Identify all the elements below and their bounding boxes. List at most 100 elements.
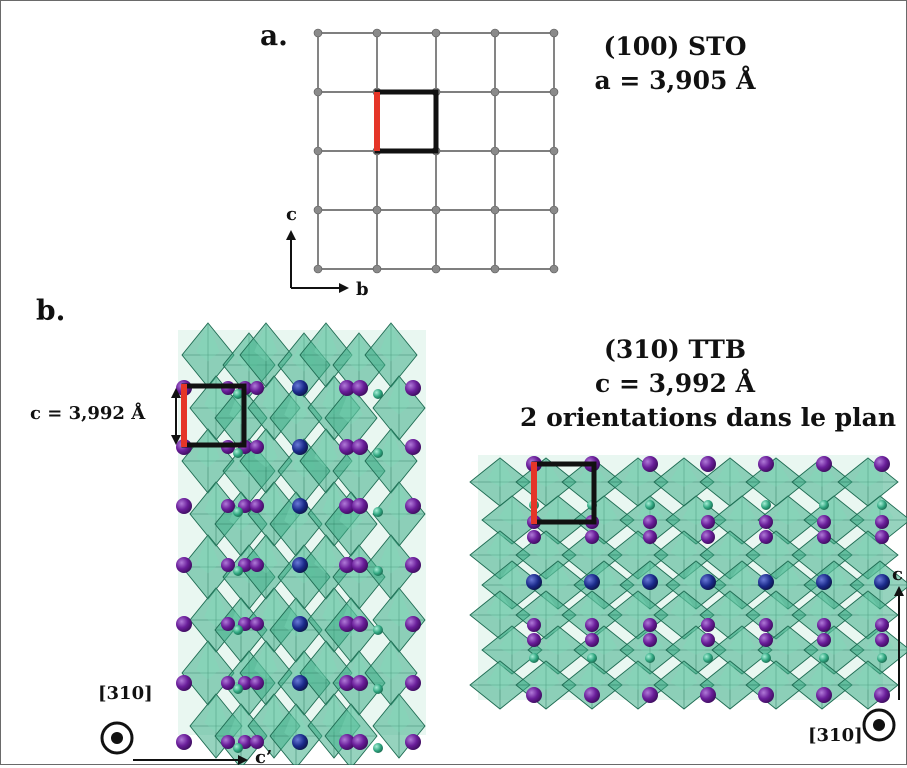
sto-unit-cell bbox=[374, 89, 439, 154]
cation-a-site bbox=[585, 633, 599, 647]
cation-a-site bbox=[817, 633, 831, 647]
cation-a-site bbox=[405, 675, 421, 691]
lattice-node bbox=[313, 205, 323, 215]
lattice-node bbox=[313, 87, 323, 97]
octahedron-face bbox=[347, 439, 371, 478]
cation-a-site bbox=[759, 633, 773, 647]
lattice-node bbox=[490, 87, 500, 97]
octahedron-face bbox=[808, 458, 836, 487]
cell-dimension-arrow bbox=[171, 388, 181, 445]
lattice-node bbox=[372, 28, 382, 38]
cation-a-site bbox=[643, 515, 657, 529]
cation-a-site bbox=[875, 515, 889, 529]
oxygen-atom bbox=[587, 653, 597, 663]
octahedron-face bbox=[624, 591, 652, 620]
cation-a-site bbox=[221, 499, 235, 513]
cation-a-site bbox=[352, 616, 368, 632]
cation-a-site bbox=[874, 456, 890, 472]
octahedron-face bbox=[196, 429, 220, 468]
oxygen-atom bbox=[529, 653, 539, 663]
cation-a-site bbox=[642, 687, 658, 703]
cation-a-site bbox=[339, 616, 355, 632]
cation-a-site bbox=[527, 530, 541, 544]
cation-a-site bbox=[584, 687, 600, 703]
cation-a-site bbox=[405, 380, 421, 396]
octahedron-face bbox=[486, 458, 514, 487]
cation-b-site bbox=[874, 574, 890, 590]
ttb-cell-dimension-label: c = 3,992 Å bbox=[30, 403, 146, 424]
lattice-node bbox=[549, 264, 559, 274]
ttb-orientation-2 bbox=[469, 455, 907, 710]
cation-a-site bbox=[176, 557, 192, 573]
cation-a-site bbox=[700, 456, 716, 472]
octahedron-face bbox=[314, 535, 338, 574]
cation-a-site bbox=[643, 633, 657, 647]
octahedron-face bbox=[314, 323, 338, 362]
octahedron-face bbox=[379, 323, 403, 362]
oxygen-atom bbox=[233, 625, 243, 635]
lattice-node bbox=[549, 87, 559, 97]
octahedron-face bbox=[590, 626, 618, 655]
cation-a-site bbox=[176, 675, 192, 691]
oxygen-atom bbox=[877, 653, 887, 663]
cation-a-site bbox=[526, 687, 542, 703]
cation-b-site bbox=[700, 574, 716, 590]
octahedron-face bbox=[196, 641, 220, 680]
panel-a-label: a. bbox=[260, 19, 288, 52]
octahedron-face bbox=[670, 591, 698, 620]
octahedron-face bbox=[387, 482, 411, 521]
cation-a-site bbox=[250, 617, 264, 631]
octahedron-face bbox=[636, 496, 664, 525]
octahedron-face bbox=[379, 429, 403, 468]
cation-a-site bbox=[352, 498, 368, 514]
octahedron-face bbox=[820, 626, 848, 655]
c-prime-axis-label: c’ bbox=[255, 747, 273, 768]
lattice-node bbox=[372, 264, 382, 274]
octahedron-face bbox=[532, 661, 560, 690]
panel-b-label: b. bbox=[36, 294, 66, 327]
oxygen-atom bbox=[373, 743, 383, 753]
octahedron-face bbox=[254, 641, 278, 680]
octahedron-face bbox=[578, 661, 606, 690]
cation-a-site bbox=[250, 735, 264, 749]
octahedron-face bbox=[682, 626, 710, 655]
oxygen-atom bbox=[233, 448, 243, 458]
oxygen-atom bbox=[761, 500, 771, 510]
octahedron-face bbox=[716, 661, 744, 690]
octahedron-face bbox=[544, 626, 572, 655]
octahedron-face bbox=[762, 661, 790, 690]
octahedron-face bbox=[339, 704, 363, 743]
octahedron-face bbox=[498, 626, 526, 655]
c-axis-label-right: c bbox=[892, 564, 903, 585]
cation-a-site bbox=[874, 687, 890, 703]
octahedron-face bbox=[229, 386, 253, 425]
cation-a-site bbox=[405, 616, 421, 632]
oxygen-atom bbox=[645, 653, 655, 663]
octahedron-face bbox=[854, 531, 882, 560]
cation-a-site bbox=[250, 676, 264, 690]
octahedron-face bbox=[314, 641, 338, 680]
oxygen-atom bbox=[233, 743, 243, 753]
octahedron-face bbox=[229, 704, 253, 743]
cation-a-site bbox=[352, 675, 368, 691]
octahedron-face bbox=[532, 531, 560, 560]
cation-a-site bbox=[339, 498, 355, 514]
lattice-node bbox=[313, 28, 323, 38]
lattice-node bbox=[549, 146, 559, 156]
cation-a-site bbox=[221, 617, 235, 631]
lattice-node bbox=[372, 205, 382, 215]
octahedron-face bbox=[854, 661, 882, 690]
oxygen-atom bbox=[233, 507, 243, 517]
octahedron-face bbox=[314, 429, 338, 468]
octahedron-face bbox=[262, 482, 286, 521]
sto-grid bbox=[313, 28, 559, 274]
octahedron-face bbox=[670, 458, 698, 487]
cation-a-site bbox=[176, 498, 192, 514]
octahedron-face bbox=[762, 531, 790, 560]
ttb-orientation-note: 2 orientations dans le plan bbox=[520, 403, 897, 432]
cation-a-site bbox=[642, 456, 658, 472]
octahedron-face bbox=[204, 482, 228, 521]
cation-a-site bbox=[759, 618, 773, 632]
octahedron-face bbox=[196, 323, 220, 362]
